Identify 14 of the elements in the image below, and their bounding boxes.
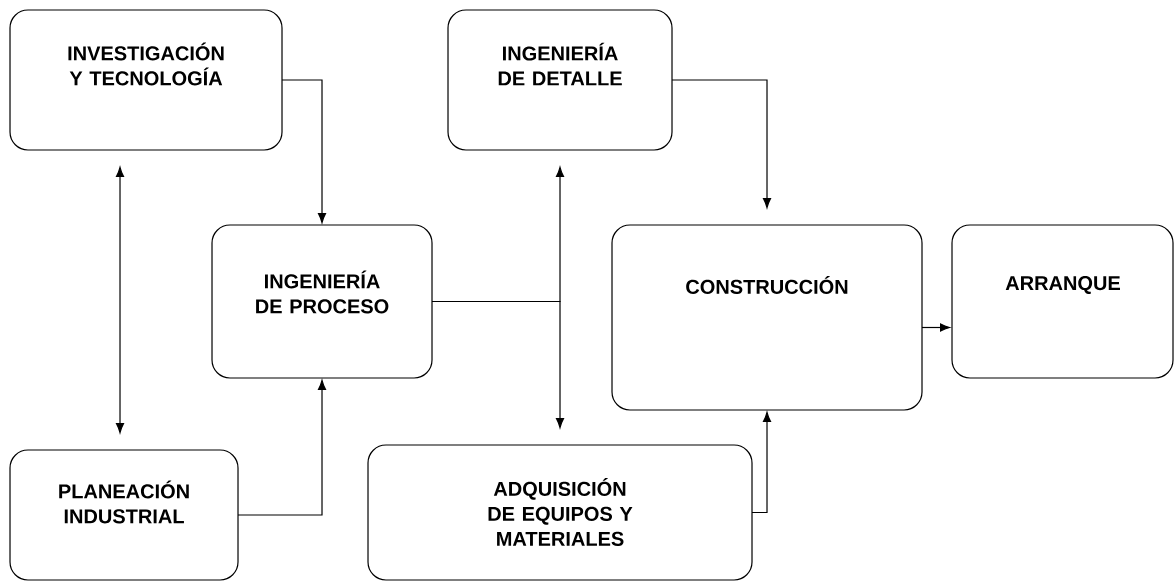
process-box: INGENIERÍA DE DETALLE bbox=[447, 9, 673, 151]
process-box: ADQUISICIÓN DE EQUIPOS Y MATERIALES bbox=[367, 444, 753, 581]
arrow bbox=[921, 323, 951, 332]
arrow bbox=[751, 411, 772, 514]
process-box: INVESTIGACIÓN Y TECNOLOGÍA bbox=[9, 9, 283, 151]
arrow bbox=[431, 300, 565, 429]
process-box: PLANEACIÓN INDUSTRIAL bbox=[9, 449, 239, 581]
arrow bbox=[237, 379, 327, 516]
arrow bbox=[281, 79, 327, 224]
process-box: ARRANQUE bbox=[951, 224, 1174, 379]
process-box: CONSTRUCCIÓN bbox=[611, 224, 923, 411]
arrow bbox=[671, 79, 772, 209]
arrow bbox=[115, 166, 125, 434]
process-box: INGENIERÍA DE PROCESO bbox=[211, 224, 433, 379]
